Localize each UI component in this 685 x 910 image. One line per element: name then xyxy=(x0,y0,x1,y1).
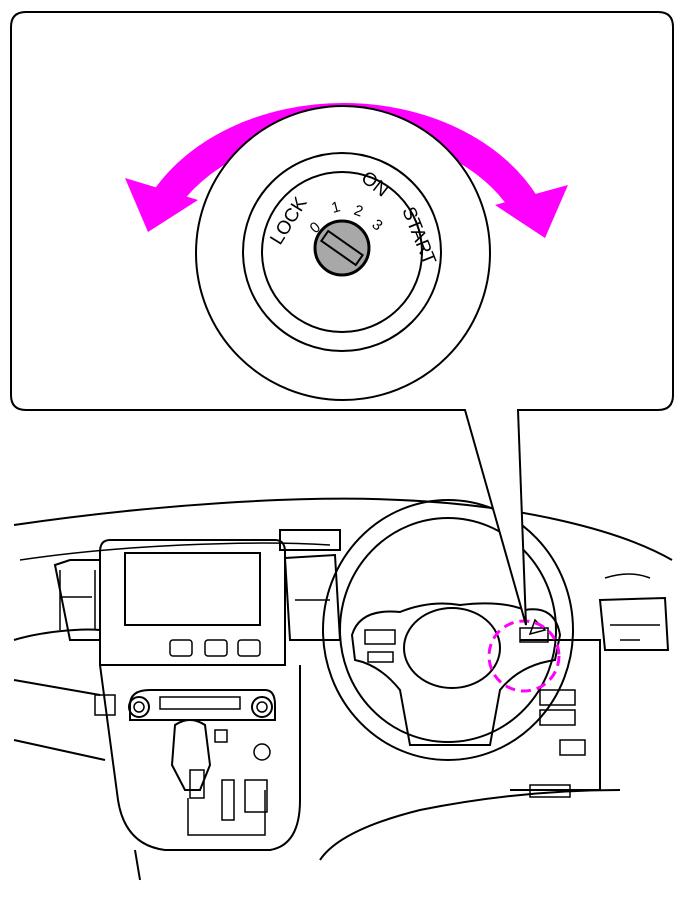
dashboard xyxy=(13,497,673,881)
ignition-switch: LOCK 0 1 2 3 ON START xyxy=(195,105,491,401)
steering-wheel xyxy=(322,499,574,761)
center-screen xyxy=(99,539,286,666)
key-cylinder xyxy=(313,219,371,277)
